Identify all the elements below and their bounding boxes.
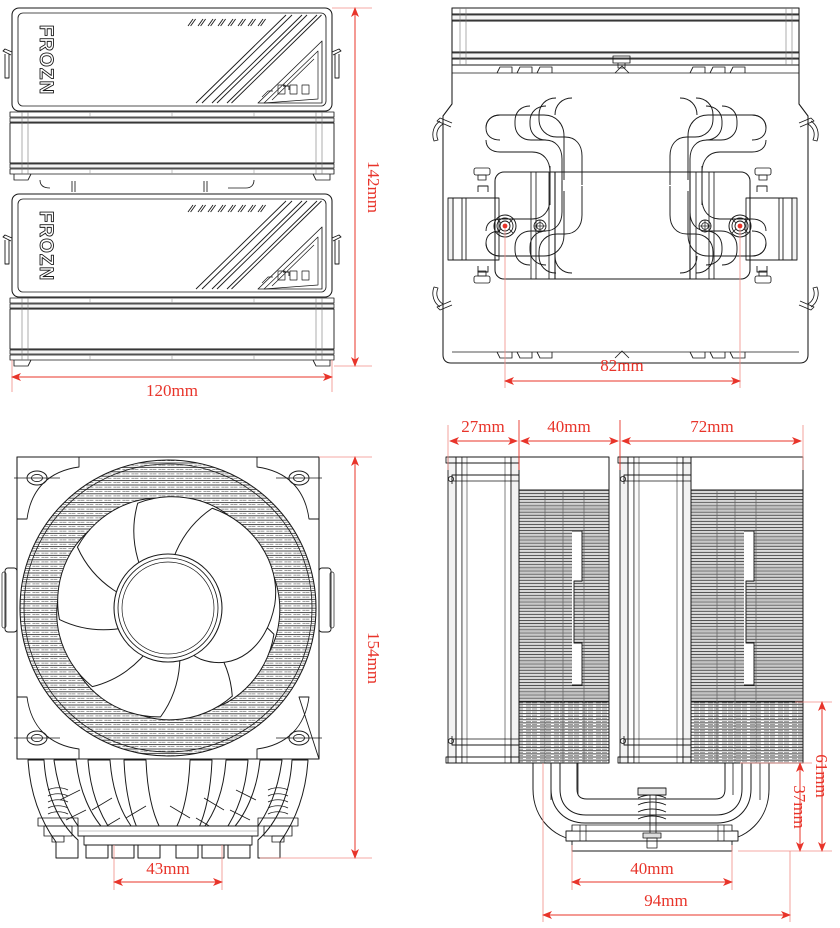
fan-clip-right-upper [331, 48, 342, 79]
brand-logo-upper: FROZN [35, 25, 56, 95]
fan-hub [113, 553, 223, 663]
fan-shroud-circle-inner [23, 463, 313, 753]
front-fan-side-profile [445, 456, 575, 764]
fan-shroud-outline [11, 7, 333, 112]
fin-tower-rear [690, 456, 804, 764]
upper-fan-assembly: FROZN [2, 7, 342, 192]
tower2-fin-stack-lower [690, 701, 804, 764]
thumb-nut-bottom-left [473, 270, 491, 284]
thumb-nut-top-left [473, 167, 491, 181]
foot-left-upper [13, 173, 32, 181]
baseplate-front-view [77, 825, 259, 846]
thumb-nut-top-right [754, 167, 772, 181]
frame-tabs-row [452, 65, 799, 74]
thumb-nut-bottom-right [754, 270, 772, 284]
lower-fan-assembly: FROZN [2, 193, 342, 367]
view-side-section-fin-towers [445, 456, 804, 852]
dim-label-40mm-top: 40mm [547, 417, 590, 436]
tower1-top-cap [518, 456, 610, 491]
dim-label-94mm: 94mm [644, 891, 687, 910]
bottom-frame-tabs [452, 350, 799, 359]
fan-clip-left-lower [2, 234, 13, 265]
mounting-bar-left [447, 185, 500, 273]
dim-label-82mm: 82mm [600, 356, 643, 375]
foot-left-lower [13, 359, 32, 367]
cooler-body-outline [442, 7, 809, 364]
tower1-fin-stack [518, 489, 610, 703]
spring-screw-right-front [257, 787, 299, 843]
dim-label-43mm: 43mm [146, 859, 189, 878]
view-bottom-plan-heatpipes [432, 7, 819, 364]
dimensions-view-side-section: 27mm 40mm 72mm 61mm 37mm 40mm 94mm [447, 417, 832, 922]
vent-slashes-lower [187, 204, 266, 213]
dim-label-40mm-bottom: 40mm [630, 859, 673, 878]
dim-label-72mm: 72mm [690, 417, 733, 436]
dimensions-view-fan-face: 154mm 43mm [113, 456, 383, 890]
tower2-top-cap [690, 456, 804, 491]
foot-right-lower [312, 359, 331, 367]
inner-screw-left [533, 219, 547, 233]
corner-diagonal-graphic-lower [195, 200, 323, 290]
dim-label-37mm: 37mm [790, 785, 809, 828]
fin-band-upper [9, 111, 335, 181]
top-fan-rails [451, 7, 800, 69]
foot-right-upper [312, 173, 331, 181]
dim-label-154mm: 154mm [364, 632, 383, 684]
fan-clip-right-lower [331, 234, 342, 265]
fan-shroud-inner [17, 12, 327, 107]
view-fan-face-elevation [1, 456, 335, 859]
vent-slashes-upper [187, 18, 266, 27]
inter-block-connector [39, 179, 255, 192]
fan-connector [612, 55, 631, 64]
dim-label-142mm: 142mm [364, 161, 383, 213]
dim-label-120mm: 120mm [146, 381, 198, 400]
fan-side-slots [1, 567, 335, 633]
fan-clip-left-upper [2, 48, 13, 79]
fan-clips-plan [432, 117, 819, 311]
spring-screw-side [637, 787, 667, 833]
tower2-clip-channel [744, 530, 755, 686]
baseplate-assembly [494, 171, 751, 280]
dimensions-view-bottom-plan: 82mm [504, 228, 741, 388]
spring-screw-left-front [37, 787, 79, 843]
heatpipes-front-view [27, 759, 309, 859]
view-front-elevation-dual-fans: FROZN [2, 7, 342, 367]
mounting-bar-right [745, 185, 798, 273]
fin-tower-front [518, 456, 610, 764]
dimensions-view-front-elevation: 142mm 120mm [11, 7, 383, 400]
tower1-clip-channel [572, 530, 583, 686]
corner-diagonal-graphic-upper [195, 14, 323, 104]
tower1-fin-stack-lower [518, 701, 610, 764]
fin-band-lower [9, 297, 335, 367]
fan-shroud-outline-lower [11, 193, 333, 298]
dim-label-61mm: 61mm [812, 754, 831, 797]
heatpipes-upper [485, 97, 767, 205]
fan-shroud-circle [19, 459, 317, 757]
fan-shroud-inner-lower [17, 198, 327, 293]
inner-screw-right [698, 219, 712, 233]
fan-mount-holes [14, 470, 322, 746]
brand-logo-lower: FROZN [35, 211, 56, 281]
baseplate-side-view [565, 824, 739, 852]
dim-label-27mm: 27mm [461, 417, 504, 436]
